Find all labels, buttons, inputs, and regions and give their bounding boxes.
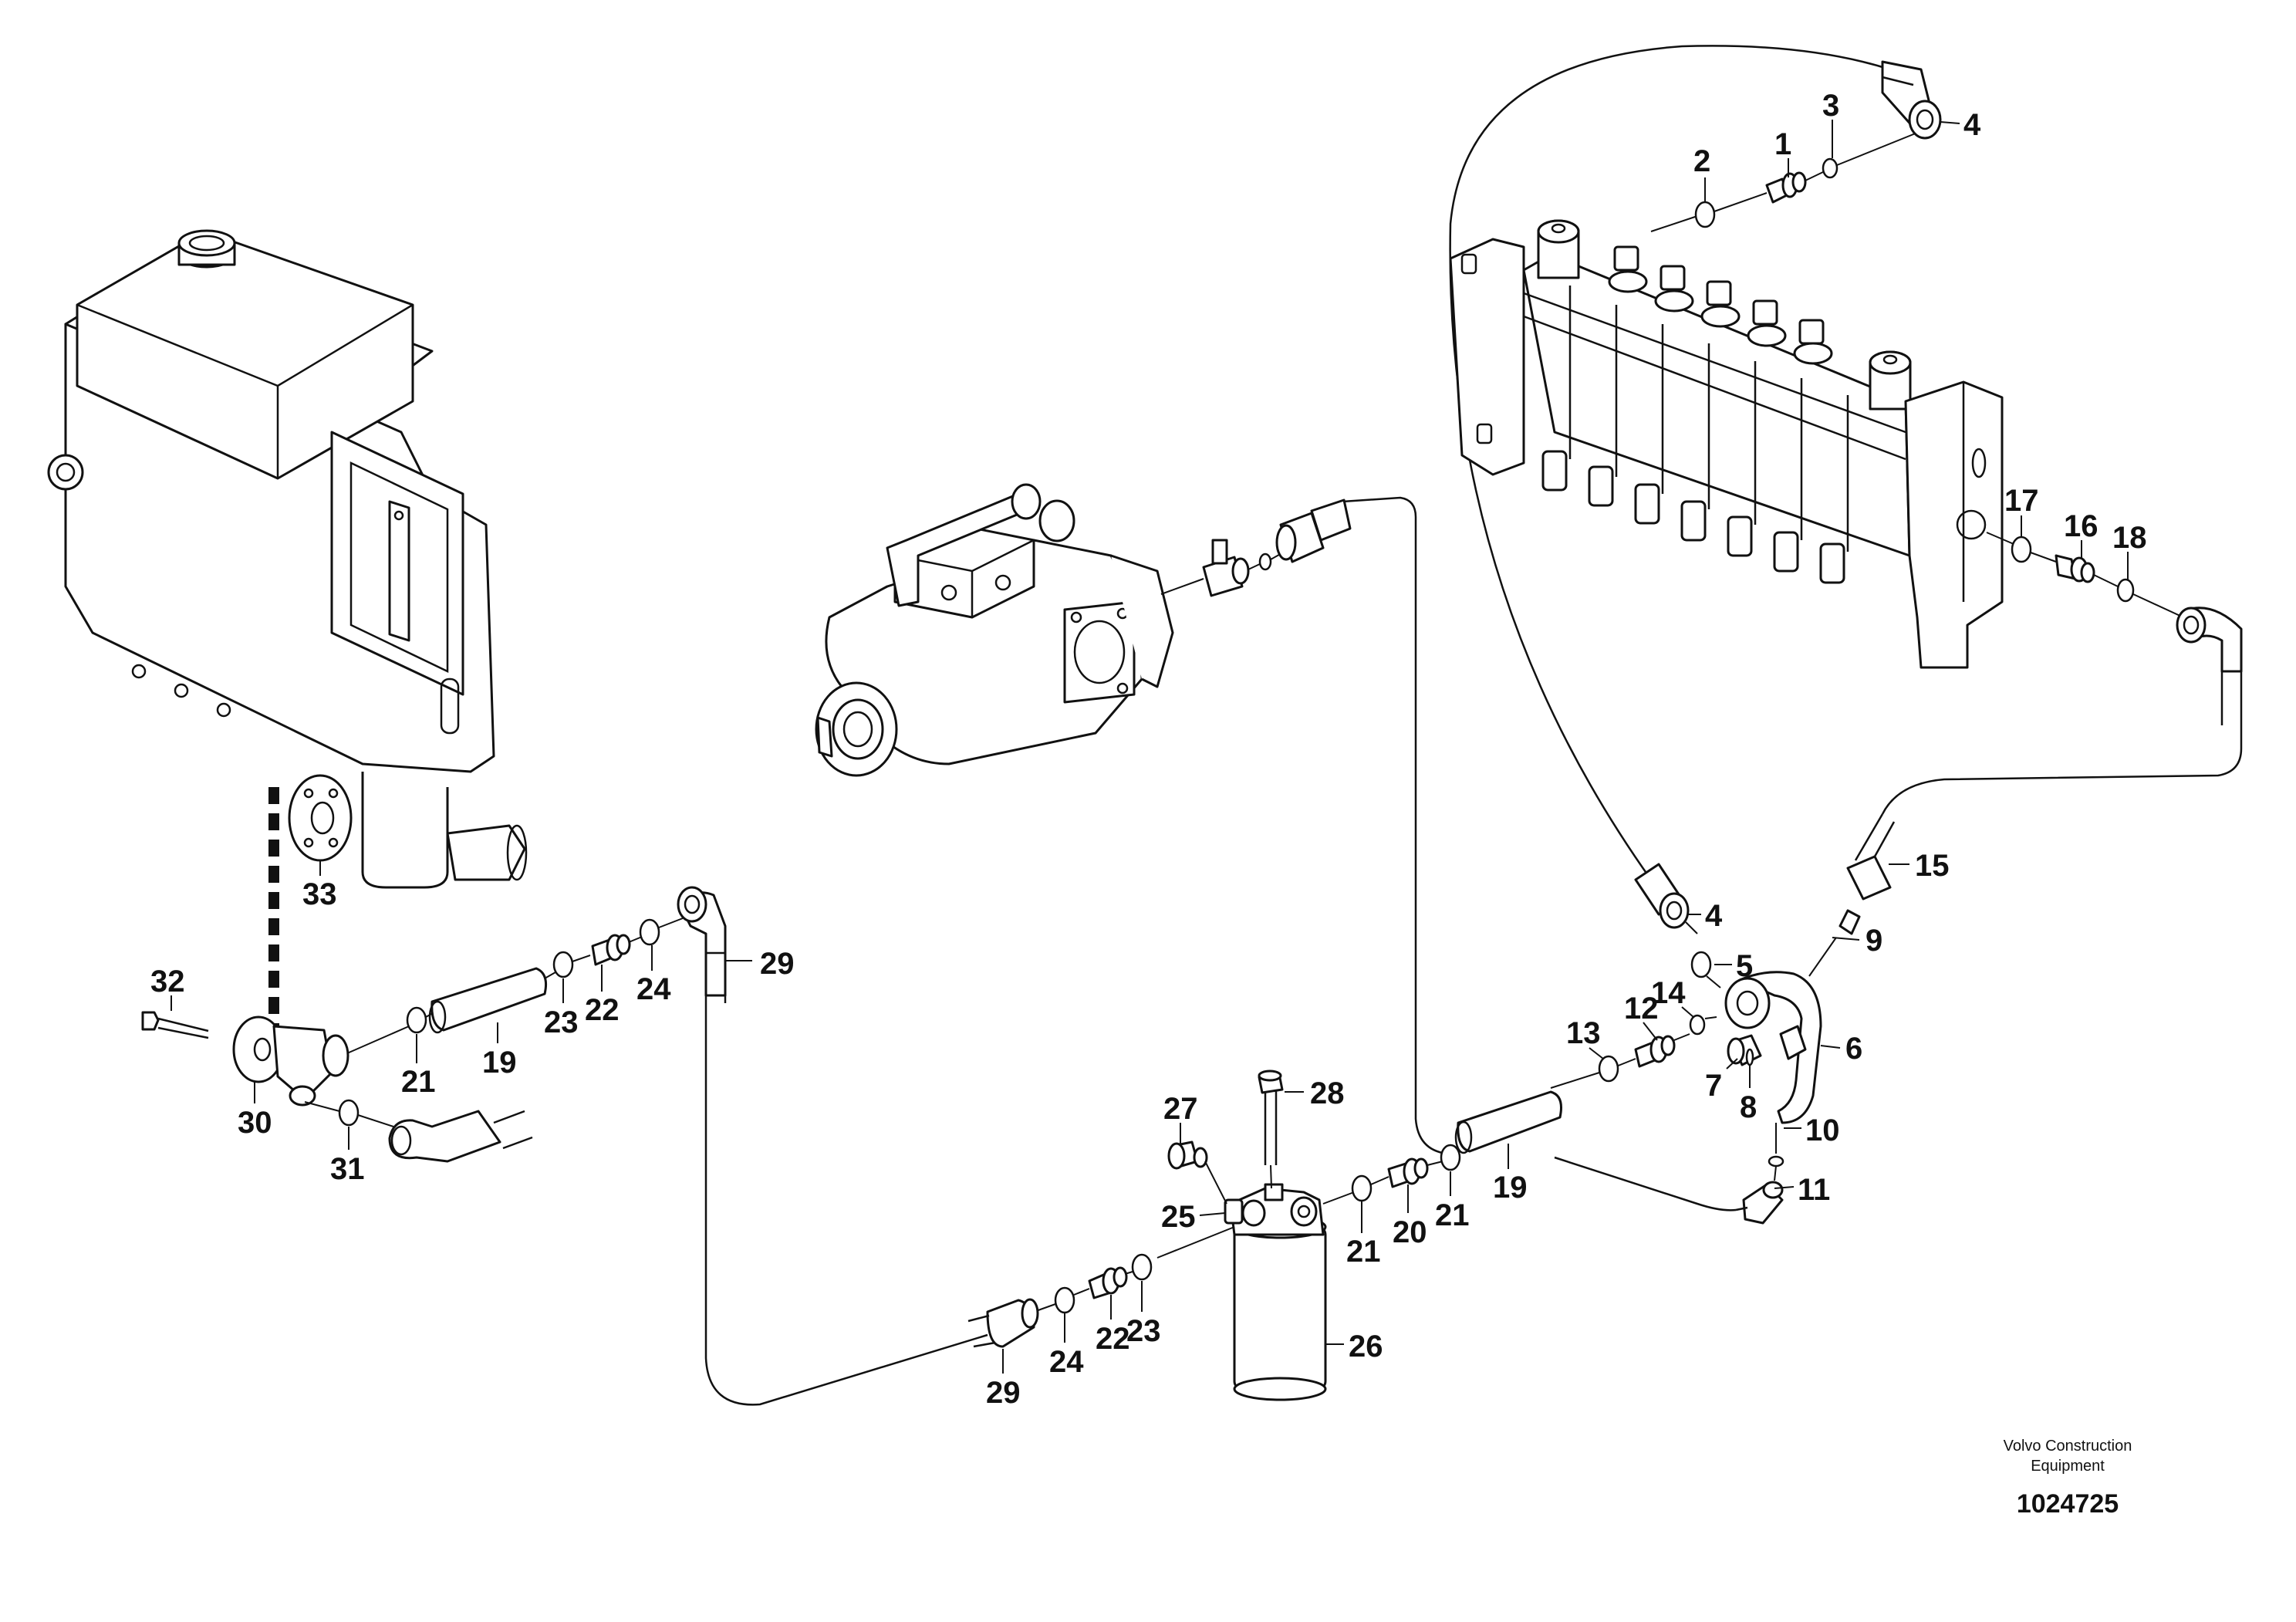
callout-14: 14 — [1651, 976, 1686, 1010]
callout-6: 6 — [1845, 1032, 1862, 1066]
right-lower-fittings — [1454, 813, 1896, 1225]
callout-24-lower: 24 — [1049, 1345, 1084, 1379]
callout-15: 15 — [1915, 849, 1950, 883]
callout-7: 7 — [1705, 1069, 1722, 1103]
callout-31: 31 — [330, 1152, 365, 1186]
filter-assembly — [967, 1070, 1461, 1401]
callout-16: 16 — [2064, 509, 2098, 543]
callout-5: 5 — [1736, 949, 1753, 983]
callout-30: 30 — [238, 1106, 272, 1140]
callout-22-lower: 22 — [1096, 1322, 1130, 1356]
callout-12: 12 — [1624, 992, 1659, 1026]
control-valve — [1449, 219, 2004, 669]
callout-3: 3 — [1822, 89, 1839, 123]
callout-28: 28 — [1310, 1076, 1345, 1110]
callout-4-lower: 4 — [1705, 899, 1723, 933]
callout-24-left: 24 — [636, 972, 671, 1006]
callout-32: 32 — [150, 965, 185, 999]
callout-20: 20 — [1393, 1215, 1427, 1249]
hydraulic-tank — [47, 229, 528, 889]
callout-29-upper: 29 — [760, 947, 795, 981]
callout-26: 26 — [1349, 1330, 1383, 1363]
left-fittings-group — [141, 886, 727, 1163]
hydraulic-pump — [815, 483, 1352, 777]
hose-lines — [704, 45, 2243, 1406]
callout-23-left: 23 — [544, 1005, 579, 1039]
callout-11: 11 — [1798, 1173, 1830, 1207]
flange-33 — [288, 774, 353, 862]
callout-leaders — [171, 120, 2129, 1374]
callout-13: 13 — [1566, 1016, 1601, 1050]
callout-8: 8 — [1740, 1090, 1757, 1124]
callout-10: 10 — [1805, 1113, 1840, 1147]
callout-27: 27 — [1163, 1092, 1198, 1126]
callout-29-lower: 29 — [986, 1376, 1021, 1410]
document-number: 1024725 — [2017, 1489, 2119, 1519]
callout-21-mid: 21 — [1346, 1235, 1381, 1269]
callout-4-top: 4 — [1963, 108, 1981, 142]
callout-21-right: 21 — [1435, 1198, 1470, 1232]
callout-23-lower: 23 — [1126, 1314, 1161, 1348]
callout-9: 9 — [1866, 924, 1882, 958]
valve-top-fittings — [1650, 60, 1942, 232]
callout-2: 2 — [1693, 144, 1710, 178]
callout-labels: 1 2 3 4 4 5 6 7 8 9 10 11 12 13 14 15 16… — [150, 89, 2147, 1410]
callout-21-left: 21 — [401, 1065, 436, 1099]
brand-block: Volvo Construction Equipment 1024725 — [2004, 1438, 2132, 1519]
callout-33: 33 — [302, 877, 337, 911]
callout-25: 25 — [1161, 1200, 1196, 1234]
valve-right-fittings — [1986, 532, 2243, 673]
callout-17: 17 — [2004, 484, 2039, 518]
brand-line-1: Volvo Construction — [2004, 1438, 2132, 1455]
callout-1: 1 — [1774, 127, 1791, 161]
callout-19-left: 19 — [482, 1046, 517, 1080]
callout-18: 18 — [2112, 521, 2147, 555]
callout-19-right: 19 — [1493, 1171, 1528, 1205]
brand-line-2: Equipment — [2031, 1458, 2105, 1475]
callout-22-left: 22 — [585, 993, 620, 1027]
